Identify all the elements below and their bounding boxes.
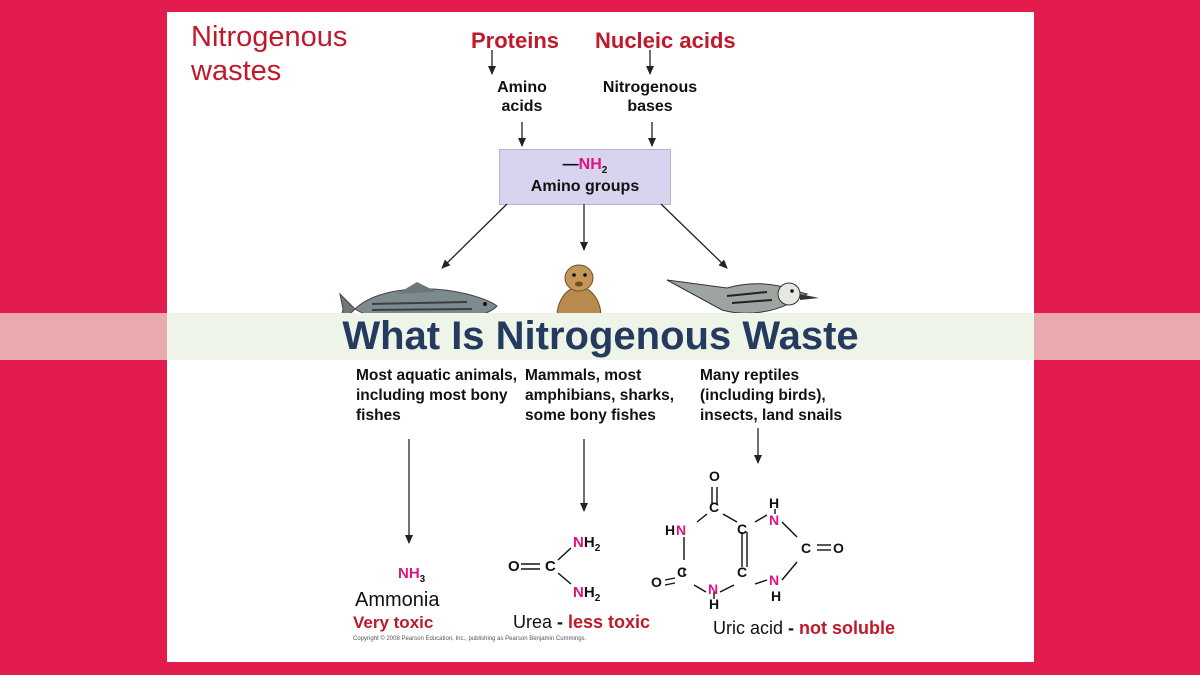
uric-acid-name: Uric acid (713, 618, 784, 638)
diagram-title: Nitrogenous wastes (191, 21, 348, 87)
svg-text:O: O (651, 574, 662, 590)
urea-label: Urea - less toxic (513, 612, 650, 633)
ammonia-nh: NH (398, 565, 420, 582)
amino-dash: — (562, 156, 579, 173)
nucleic-acids-label: Nucleic acids (595, 28, 736, 53)
urea-carbon: C (545, 558, 556, 575)
ammonia-name: Ammonia (355, 589, 440, 611)
arrow-to-fish (441, 203, 508, 269)
svg-text:H: H (771, 588, 781, 604)
urea-sep: - (552, 612, 569, 632)
svg-text:C: C (737, 521, 747, 537)
svg-text:N: N (769, 572, 779, 588)
uric-acid-label: Uric acid - not soluble (713, 618, 895, 639)
uric-acid-sep: - (783, 618, 800, 638)
svg-text:C: C (737, 564, 747, 580)
uric-acid-atoms: O C H N C C C O N H H N N H C O (651, 468, 844, 612)
uric-acid-solubility: not soluble (799, 618, 896, 638)
urea-nh2-top: NH2 (573, 534, 601, 554)
urea-oxygen: O (508, 558, 520, 575)
proteins-label: Proteins (471, 28, 560, 53)
title-banner: What Is Nitrogenous Waste (0, 313, 1200, 360)
nitrogenous-bases-label: Nitrogenous bases (602, 79, 698, 115)
ammonia-formula: NH3 (398, 565, 425, 585)
svg-text:C: C (677, 564, 687, 580)
arrow-to-bird (660, 203, 728, 269)
svg-text:O: O (833, 540, 844, 556)
svg-text:N: N (769, 512, 779, 528)
svg-text:O: O (709, 468, 720, 484)
svg-text:H: H (769, 495, 779, 511)
ammonia-toxicity: Very toxic (353, 613, 434, 632)
amino-groups-label: Amino groups (530, 178, 640, 196)
svg-text:C: C (801, 540, 811, 556)
uric-acid-bonds (664, 487, 831, 599)
urea-name: Urea (513, 612, 553, 632)
svg-text:N: N (676, 522, 686, 538)
svg-text:C: C (709, 499, 719, 515)
ammonia-sub: 3 (419, 574, 426, 585)
amino-sub: 2 (601, 165, 608, 177)
group-reptiles: Many reptiles (including birds), insects… (700, 367, 843, 424)
bird-icon (666, 279, 819, 314)
urea-bonds (521, 547, 572, 585)
amino-formula: —NH2 (500, 156, 670, 176)
amino-acids-label: Amino acids (497, 79, 547, 115)
title-banner-inner: What Is Nitrogenous Waste (167, 313, 1034, 360)
amino-nh: NH (578, 156, 602, 173)
svg-text:H: H (665, 522, 675, 538)
group-aquatic: Most aquatic animals, including most bon… (356, 367, 518, 424)
urea-toxicity: less toxic (568, 612, 651, 632)
arrows (405, 50, 762, 544)
copyright-note: Copyright © 2008 Pearson Education, Inc.… (353, 636, 587, 642)
svg-text:H: H (709, 596, 719, 612)
urea-nh2-bottom: NH2 (573, 584, 601, 604)
banner-title: What Is Nitrogenous Waste (342, 314, 859, 358)
amino-groups-box: —NH2 Amino groups (499, 149, 671, 205)
group-mammals: Mammals, most amphibians, sharks, some b… (525, 367, 675, 424)
svg-text:N: N (708, 581, 718, 597)
